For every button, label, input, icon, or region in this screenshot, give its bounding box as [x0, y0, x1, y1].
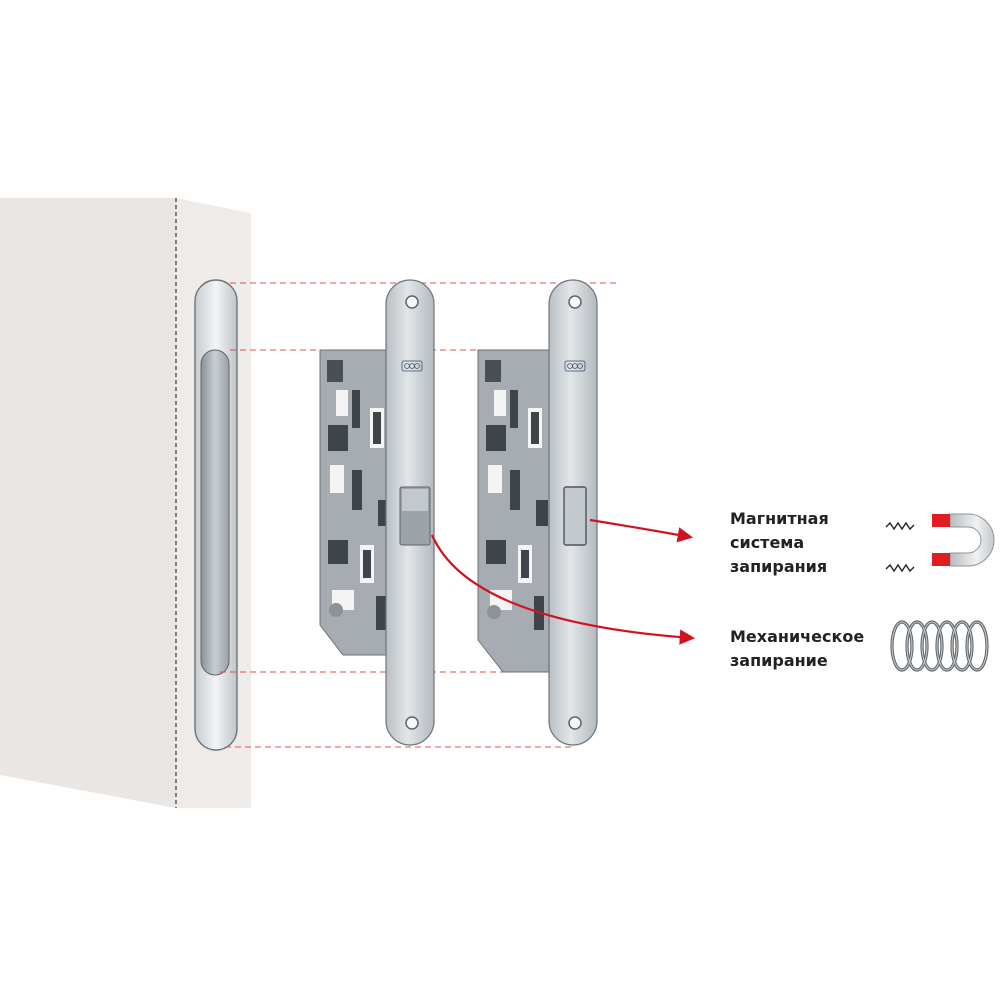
arrow-to-magnetic	[589, 518, 694, 543]
faceplate-logo	[401, 360, 423, 372]
door-face	[0, 198, 176, 808]
faceplate-screw-hole	[405, 295, 419, 309]
magnet-icon	[885, 513, 995, 573]
spring-highlight	[891, 621, 988, 671]
arrow-to-mechanical	[430, 534, 696, 645]
faceplate-logo	[564, 360, 586, 372]
magnetic-latch-slot	[563, 486, 587, 546]
faceplate-screw-hole	[568, 716, 582, 730]
lock-mechanical	[319, 279, 435, 746]
magnetic-locking-label: Магнитная система запирания	[730, 507, 829, 579]
faceplate-screw-hole	[568, 295, 582, 309]
magnetic-label-line: система	[730, 533, 805, 552]
magnetic-label-line: запирания	[730, 557, 828, 576]
strike-plate	[194, 279, 238, 751]
callout-arrows	[430, 518, 696, 645]
mechanical-label-line: Механическое	[730, 627, 865, 646]
faceplate-screw-hole	[405, 716, 419, 730]
lock-magnetic	[477, 279, 598, 746]
mechanical-locking-label: Механическое запирание	[730, 625, 864, 673]
mechanical-label-line: запирание	[730, 651, 828, 670]
magnetic-label-line: Магнитная	[730, 509, 829, 528]
strike-pocket	[200, 349, 230, 676]
